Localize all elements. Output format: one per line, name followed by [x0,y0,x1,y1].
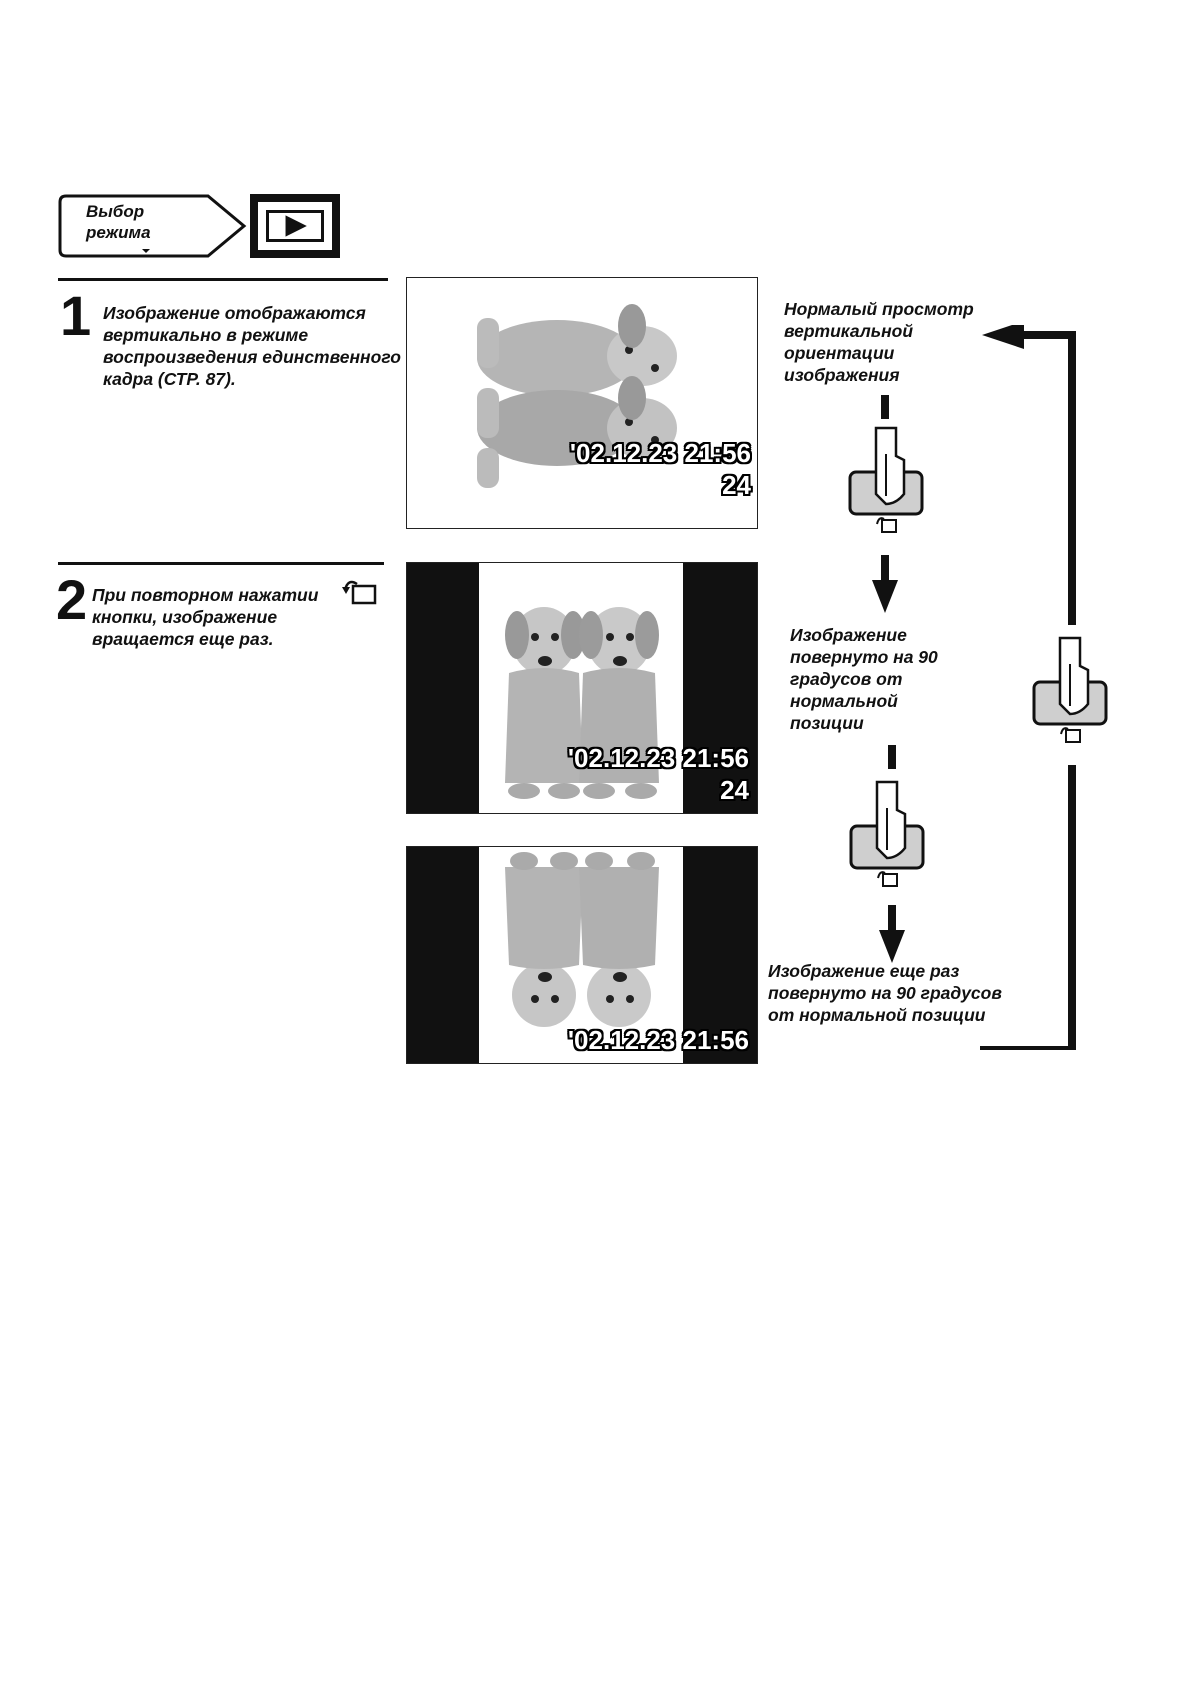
puppies-photo-rotated [477,304,677,488]
date-stamp: '02.12.23 21:56 [567,743,749,773]
play-mode-icon [250,194,340,258]
hand-press-button-icon [1032,636,1108,743]
mode-selector-label: Выбор режима [86,202,151,242]
flow-arrow-down-2 [879,745,905,963]
puppies-photo-upright [505,607,659,799]
step-2-number: 2 [56,568,88,631]
caption-rotated-90: Изображение повернуто на 90 градусов от … [790,625,938,733]
date-stamp: '02.12.23 21:56 [569,438,751,468]
screen-rotated-again: '02.12.23 21:56 [406,846,758,1064]
step-2-divider [58,562,384,565]
rotate-icon [342,580,377,605]
frame-counter: 24 [720,775,749,805]
puppies-photo-upside-down [505,852,659,1027]
step-1-number: 1 [60,284,92,347]
frame-counter: 24 [722,470,751,500]
flow-arrow-down-1 [872,395,898,613]
step-2-text: При повторном нажатии кнопки, изображени… [92,585,319,649]
hand-press-button-icon [849,780,925,887]
date-stamp: '02.12.23 21:56 [567,1025,749,1055]
screen-rotated-90: '02.12.23 21:56 24 [406,562,758,814]
hand-press-button-icon [848,426,924,533]
loop-back-arrow [980,325,1076,1050]
caption-normal-view: Нормалый просмотр вертикальной ориентаци… [784,299,974,385]
step-1-text: Изображение отображаются вертикально в р… [103,303,401,389]
mode-selector-tab [58,194,247,258]
caption-rotated-again: Изображение еще раз повернуто на 90 град… [768,961,1002,1025]
screen-normal-vertical: '02.12.23 21:56 24 [406,277,758,529]
step-1-divider [58,278,388,281]
